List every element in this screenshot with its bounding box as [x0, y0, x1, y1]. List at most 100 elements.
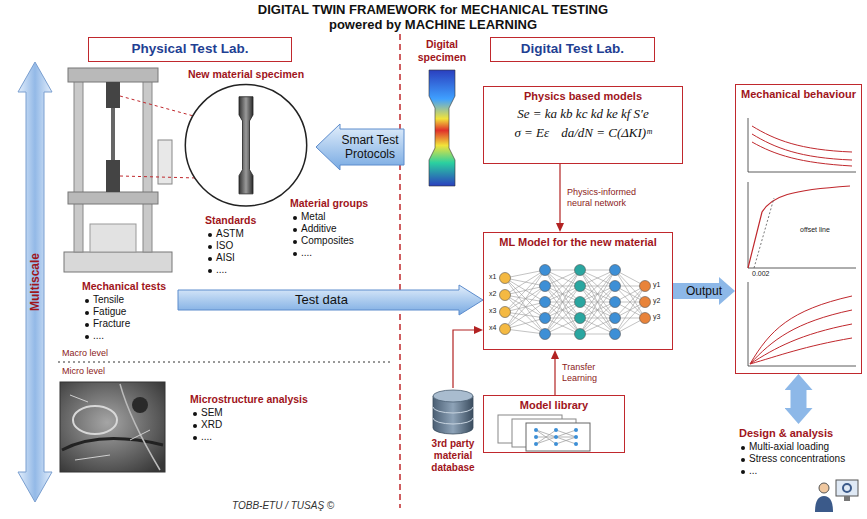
test-machine [106, 82, 120, 108]
section-header: Physical Test Lab. [88, 37, 292, 62]
list-item: ASTM [207, 228, 244, 240]
scale-divider [58, 362, 392, 363]
list-item: .... [192, 431, 212, 443]
list-item: .... [84, 330, 104, 342]
behaviour-plot [754, 198, 774, 268]
scale-label: Micro level [62, 366, 105, 377]
neural-network [575, 265, 586, 340]
model-library-figure [534, 442, 538, 446]
leader-line [120, 96, 201, 118]
output-label: y3 [653, 313, 660, 321]
node-content: Model library [488, 399, 620, 412]
group-heading: Microstructure analysis [190, 393, 308, 406]
block-arrow [791, 390, 807, 408]
node-heading: Design & analysis [739, 427, 858, 440]
figure-caption: Digital specimen [412, 38, 472, 63]
node-content: Smart Test Protocols [316, 133, 404, 162]
neural-network [610, 281, 621, 292]
model-library-figure [534, 435, 538, 439]
model-library-figure [498, 415, 590, 451]
neural-network [540, 297, 551, 308]
neural-network [640, 313, 651, 324]
neural-network [540, 281, 551, 292]
list-item: Fracture [84, 318, 130, 330]
model-library-figure [554, 442, 558, 446]
plot-annotation: offset line [800, 226, 830, 234]
model-library-figure [526, 423, 590, 451]
micrograph [73, 406, 117, 434]
output-label: y2 [653, 297, 660, 305]
node-heading: Physical Test Lab. [132, 41, 249, 57]
neural-network [575, 281, 586, 292]
scale-label: Macro level [62, 348, 108, 359]
group-heading: Mechanical tests [82, 280, 166, 293]
block-arrow: Test data [178, 285, 483, 315]
connector-label: Output [684, 284, 724, 298]
neural-network [540, 313, 551, 324]
leader-line [120, 176, 197, 178]
list-item: Metal [292, 211, 325, 223]
engineer-icon [836, 480, 858, 496]
model-library-figure [534, 428, 538, 432]
connector [559, 164, 560, 223]
behaviour-plot [750, 296, 852, 364]
list-item: ISO [207, 240, 233, 252]
model-library-figure [554, 435, 558, 439]
block-arrow: Smart Test Protocols [316, 124, 404, 170]
model-library-figure [536, 430, 576, 444]
engineer-icon [815, 480, 858, 512]
node-heading: Mechanical behaviour [740, 88, 857, 101]
model-box: Physics based models Se = ka kb kc kd ke … [483, 86, 683, 164]
digital-specimen-figure [429, 70, 455, 186]
model-library-figure [574, 442, 578, 446]
model-library-figure [534, 428, 578, 446]
input-label: x2 [489, 290, 496, 298]
input-label: x1 [489, 273, 496, 281]
neural-network [500, 273, 511, 284]
test-machine [74, 78, 83, 252]
test-machine [90, 224, 136, 252]
neural-network [575, 265, 586, 276]
micrograph [120, 384, 160, 470]
scale-arrow: Multiscale [18, 62, 52, 502]
behaviour-plot [748, 182, 856, 268]
node-heading: Physics based models [488, 90, 678, 103]
neural-network [640, 297, 651, 308]
output-label: y1 [653, 281, 660, 289]
neural-network [540, 265, 621, 340]
node-text: ... [739, 465, 858, 477]
node-text: Se = ka kb kc kd ke kf S′e [494, 106, 672, 122]
database-cylinder: 3rd party material database [413, 388, 493, 483]
test-machine [68, 192, 158, 204]
micrograph [70, 395, 150, 460]
connector-label: Transfer Learning [561, 362, 625, 384]
model-library-figure [574, 428, 578, 432]
node-content: Test data [295, 292, 366, 308]
digital-specimen-figure [429, 70, 455, 186]
list-item: .... [292, 247, 312, 259]
list-item: Fatigue [84, 306, 126, 318]
micrograph [132, 397, 148, 413]
node-text: Stress concentrations [739, 453, 858, 465]
test-machine [64, 68, 172, 272]
node-heading: Model library [488, 399, 620, 412]
neural-network [540, 265, 551, 276]
node-content: ML Model for the new material [488, 236, 668, 249]
lab-divider [399, 34, 401, 508]
block-arrow-outline [316, 124, 404, 170]
list-item: .... [207, 264, 227, 276]
micrograph [60, 382, 165, 472]
node-text: da/dN = C(ΔKI)ᵐ [561, 125, 651, 141]
library-box: Model library [483, 395, 625, 453]
axis-value: 0.002 [752, 270, 770, 278]
scale-arrow-outline [18, 62, 52, 502]
test-machine [64, 252, 172, 272]
node-content: New material specimen [181, 68, 311, 81]
neural-network [575, 297, 586, 308]
node-content: Multiscale [28, 253, 42, 311]
behaviour-plot [752, 126, 852, 166]
list-item: AISI [207, 252, 235, 264]
neural-network [500, 324, 511, 335]
test-machine [111, 108, 115, 160]
